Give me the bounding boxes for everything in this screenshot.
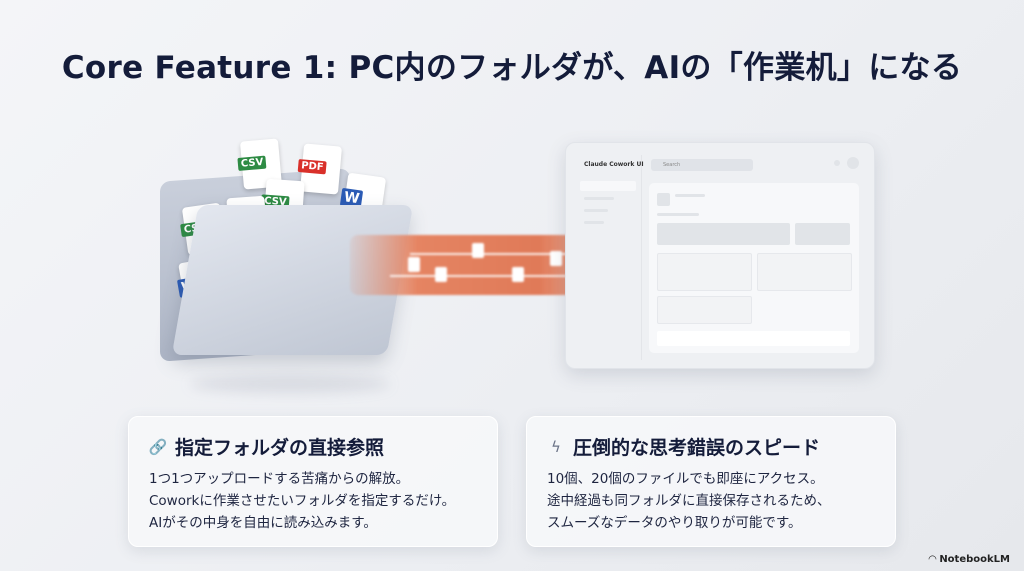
card-heading: 圧倒的な思考錯誤のスピード (573, 437, 821, 459)
placeholder (657, 223, 790, 245)
pdf-file-icon: PDF (297, 143, 343, 195)
placeholder (757, 253, 852, 291)
csv-file-icon (472, 243, 484, 258)
mock-chat-input (657, 331, 850, 346)
sidebar-item (584, 221, 604, 224)
card-text: Coworkに作業させたいフォルダを指定するだけ。 (149, 493, 456, 509)
card-text: 1つ1つアップロードする苦痛からの解放。 (149, 471, 410, 487)
arrow-right (410, 253, 600, 255)
sidebar-item (584, 209, 608, 212)
placeholder (675, 194, 705, 197)
placeholder (795, 223, 850, 245)
card-heading: 指定フォルダの直接参照 (175, 437, 385, 459)
arrow-left (390, 275, 580, 277)
mock-search-input: Search (651, 159, 753, 171)
sidebar-item (584, 197, 614, 200)
feature-card-speed: ϟ 圧倒的な思考錯誤のスピード 10個、20個のファイルでも即座にアクセス。 途中… (526, 416, 896, 547)
placeholder (657, 193, 670, 206)
mock-app-name: Claude Cowork UI (584, 161, 644, 168)
avatar (847, 157, 859, 169)
word-file-icon (512, 267, 524, 282)
folder-shadow (190, 375, 390, 393)
placeholder (657, 296, 752, 324)
notebooklm-logo-icon: ◠ (928, 554, 937, 565)
card-text: 途中経過も同フォルダに直接保存されるため、 (547, 493, 831, 509)
sidebar-item (580, 181, 636, 191)
placeholder (657, 213, 699, 216)
slide-title: Core Feature 1: PC内のフォルダが、AIの「作業机」になる (61, 50, 963, 86)
mock-content (649, 183, 859, 353)
mock-sidebar (576, 155, 642, 360)
csv-file-icon (408, 257, 420, 272)
card-text: AIがその中身を自由に読み込みます。 (149, 515, 377, 531)
feature-card-folder: 🔗 指定フォルダの直接参照 1つ1つアップロードする苦痛からの解放。 Cowork… (128, 416, 498, 547)
pdf-file-icon (550, 251, 562, 266)
card-text: 10個、20個のファイルでも即座にアクセス。 (547, 471, 824, 487)
brand-text: NotebookLM (939, 554, 1010, 565)
folder-link-icon: 🔗 (148, 437, 168, 456)
mock-app-window: Claude Cowork UI Search (565, 142, 875, 369)
notebooklm-watermark: ◠NotebookLM (929, 554, 1010, 565)
card-text: スムーズなデータのやり取りが可能です。 (547, 515, 802, 531)
bell-icon (834, 160, 840, 166)
placeholder (657, 253, 752, 291)
pdf-file-icon (435, 267, 447, 282)
lightning-icon: ϟ (551, 437, 561, 456)
